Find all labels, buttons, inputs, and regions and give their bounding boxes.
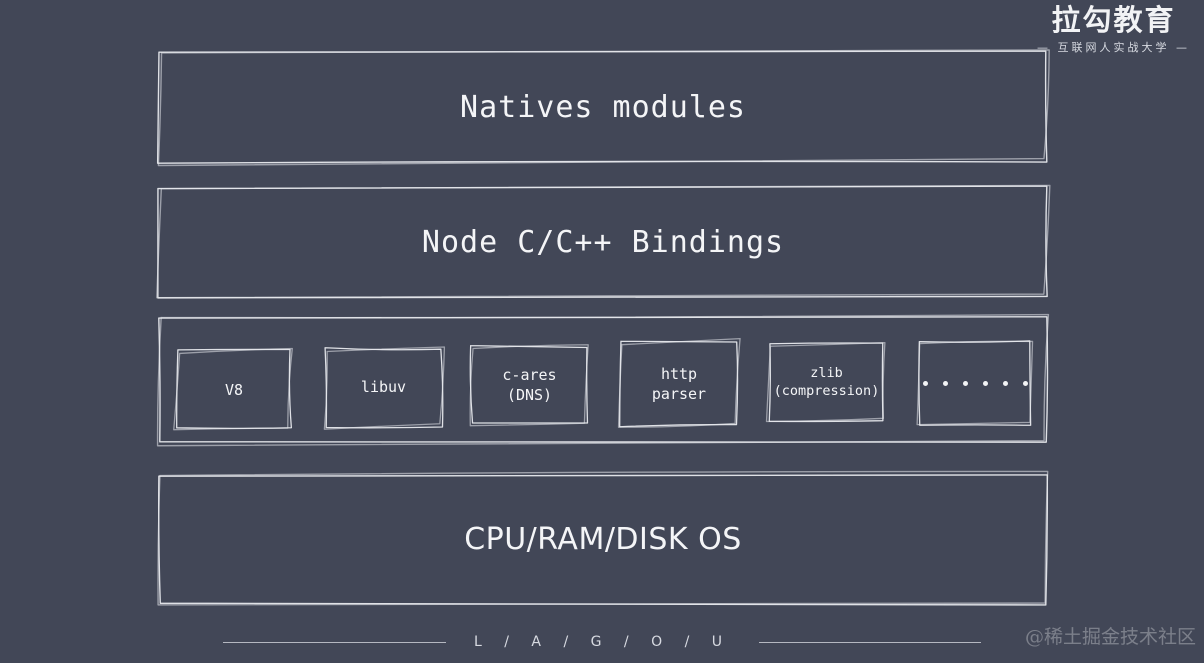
dependency-ellipsis [918,341,1032,425]
dot-icon [1022,380,1028,386]
layer-cpu-ram-disk-os: CPU/RAM/DISK OS [158,474,1048,605]
dot-icon [942,380,948,386]
dependency-http-parser-label: http parser [651,364,707,403]
brand-name: 拉勾教育 [1051,3,1176,37]
brand-logo: 拉勾教育 — 互联网人实战大学 — [1037,3,1190,54]
watermark: @稀土掘金技术社区 [1024,626,1196,648]
dependency-zlib: zlib (compression) [768,343,885,421]
dependency-zlib-label: zlib (compression) [773,364,880,399]
layer-natives-modules-label: Natives modules [460,89,746,125]
footer-rule-right [758,641,981,643]
layer-node-bindings: Node C/C++ Bindings [158,186,1048,298]
layer-dependencies-container [158,316,1048,444]
dependency-libuv-label: libuv [360,378,407,397]
dot-icon [962,380,968,386]
dot-icon [982,380,988,386]
layer-node-bindings-label: Node C/C++ Bindings [421,224,785,260]
brand-subtitle: — 互联网人实战大学 — [1037,41,1190,54]
dependency-c-ares-label: c-ares (DNS) [502,365,557,404]
dependency-http-parser: http parser [620,341,738,427]
dependency-libuv: libuv [324,347,443,428]
dependency-v8: V8 [176,350,292,430]
dependency-v8-label: V8 [224,380,244,399]
dependency-c-ares: c-ares (DNS) [471,345,588,425]
layer-cpu-ram-disk-os-label: CPU/RAM/DISK OS [464,522,742,557]
footer-rule-left [223,641,447,643]
footer-brandline: L / A / G / O / U [474,634,731,650]
layer-natives-modules: Natives modules [158,51,1048,163]
dot-icon [1002,380,1008,386]
dot-icon [922,380,928,386]
ellipsis-dots [918,341,1032,425]
footer: L / A / G / O / U [0,629,1204,655]
